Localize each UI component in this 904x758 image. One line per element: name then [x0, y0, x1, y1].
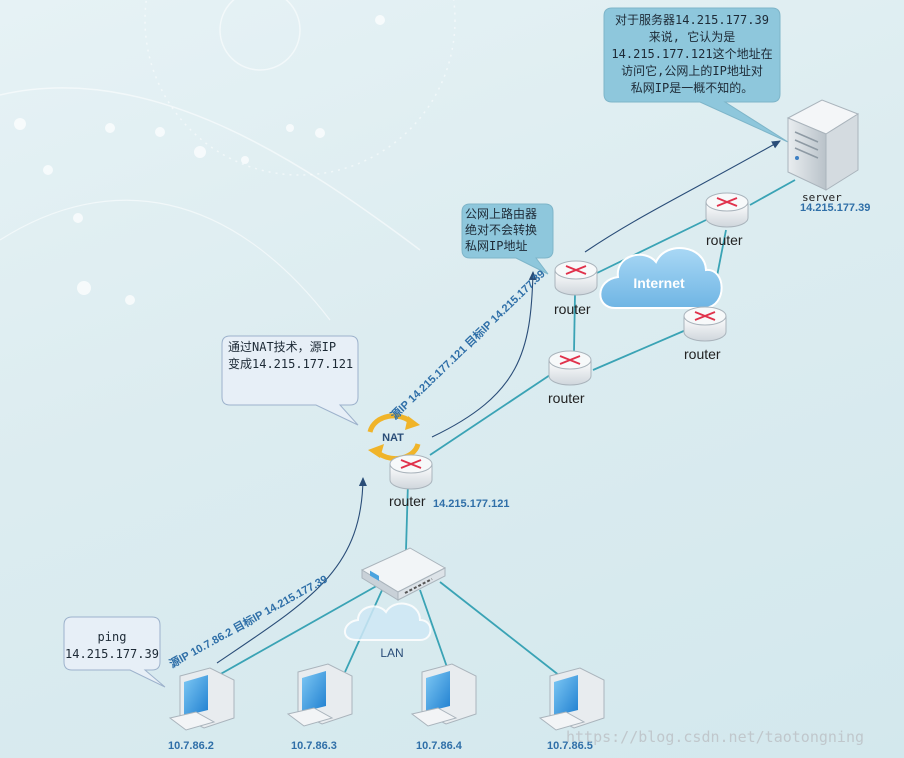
pc-ip-4: 10.7.86.5	[547, 740, 593, 752]
network-links	[209, 179, 796, 681]
packet-label-nat: 源IP 14.215.177.121 目标IP 14.215.177.39	[387, 267, 547, 423]
server-ip: 14.215.177.39	[800, 202, 871, 214]
background-dots	[14, 15, 385, 305]
router-icon-lower-middle[interactable]	[548, 350, 592, 386]
pc-ip-1: 10.7.86.2	[168, 740, 214, 752]
watermark: https://blog.csdn.net/taotongning	[566, 728, 865, 746]
server-icon[interactable]	[786, 99, 860, 191]
ping-callout-text: ping 14.215.177.39	[64, 629, 160, 663]
packet-path-arrow-2	[431, 271, 537, 438]
internet-cloud-icon	[599, 247, 723, 309]
packet-label-lan: 源IP 10.7.86.2 目标IP 14.215.177.39	[167, 572, 330, 671]
router-note-line-2: 绝对不会转换	[465, 223, 538, 237]
server-note-line-3: 14.215.177.121这个地址在	[611, 47, 773, 61]
router-note-line-3: 私网IP地址	[465, 239, 528, 253]
pc-icon-4[interactable]	[538, 667, 605, 731]
nat-label: NAT	[382, 432, 404, 444]
nat-callout-line-1: 通过NAT技术，源IP	[228, 340, 337, 354]
nat-callout-text: 通过NAT技术，源IP 变成14.215.177.121	[228, 339, 354, 373]
server-note-line-4: 访问它,公网上的IP地址对	[621, 64, 763, 78]
lan-switch-icon[interactable]	[360, 547, 447, 601]
server-note-line-1: 对于服务器14.215.177.39	[615, 13, 769, 27]
router-icon-right-lower[interactable]	[683, 306, 727, 342]
router-label-right-upper: router	[706, 232, 743, 248]
ping-callout-line-1: ping	[97, 630, 127, 644]
lan-cloud-label: LAN	[380, 646, 403, 660]
server-note-callout-text: 对于服务器14.215.177.39 来说, 它认为是 14.215.177.1…	[604, 12, 780, 97]
router-label-nat: router	[389, 493, 426, 509]
router-label-upper-middle: router	[554, 301, 591, 317]
server-note-line-2: 来说, 它认为是	[648, 30, 736, 44]
background-decoration	[0, 0, 456, 321]
router-nat-ip: 14.215.177.121	[433, 498, 510, 510]
packet-path-arrow-3	[584, 140, 781, 253]
router-note-callout-bubble	[461, 203, 554, 275]
pc-icon-3[interactable]	[410, 663, 477, 727]
internet-cloud-label: Internet	[633, 275, 685, 291]
packet-path-arrow-1	[216, 477, 367, 664]
ping-callout-bubble	[63, 616, 166, 688]
router-icon-right-upper[interactable]	[705, 192, 749, 228]
router-icon-nat[interactable]	[389, 454, 433, 490]
nat-callout-bubble	[221, 335, 359, 426]
nat-callout-line-2: 变成14.215.177.121	[228, 357, 354, 371]
router-note-line-1: 公网上路由器	[465, 207, 538, 221]
router-label-lower-middle: router	[548, 390, 585, 406]
router-note-callout-text: 公网上路由器 绝对不会转换 私网IP地址	[465, 206, 551, 254]
lan-cloud-icon	[344, 602, 432, 641]
pc-ip-3: 10.7.86.4	[416, 740, 462, 752]
pc-ip-2: 10.7.86.3	[291, 740, 337, 752]
router-label-right-lower: router	[684, 346, 721, 362]
pc-icon-2[interactable]	[286, 663, 353, 727]
server-note-callout-bubble	[603, 7, 789, 143]
server-note-line-5: 私网IP是一概不知的。	[630, 81, 754, 95]
router-icon-upper-middle[interactable]	[554, 260, 598, 296]
pc-icon-1[interactable]	[168, 667, 235, 731]
ping-callout-line-2: 14.215.177.39	[65, 647, 159, 661]
server-label: server	[802, 191, 842, 204]
nat-translate-icon	[367, 413, 421, 461]
